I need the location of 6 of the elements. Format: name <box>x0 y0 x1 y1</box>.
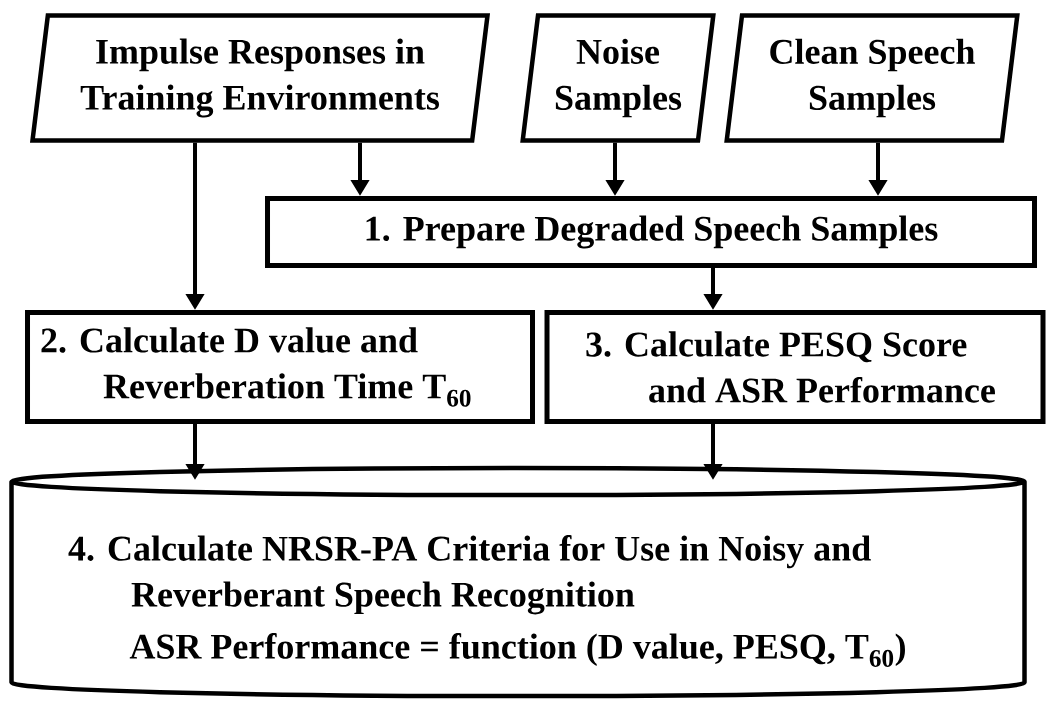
process-box: 1. Prepare Degraded Speech Samples <box>265 196 1037 268</box>
output-cylinder: 4. Calculate NRSR-PA Criteria for Use in Noisy and Reverberant Speech Recognition ASR Performance = function (D value, PESQ, T$_{60}$) <box>9 465 1027 699</box>
input-parallelogram: Noise Samples <box>520 13 716 143</box>
process-box: 2. Calculate D value and Reverberation Time T$_{60}$ <box>25 310 535 424</box>
process-box: 3. Calculate PESQ Score and ASR Performance <box>544 310 1046 424</box>
input-parallelogram: Clean Speech Samples <box>724 13 1020 143</box>
